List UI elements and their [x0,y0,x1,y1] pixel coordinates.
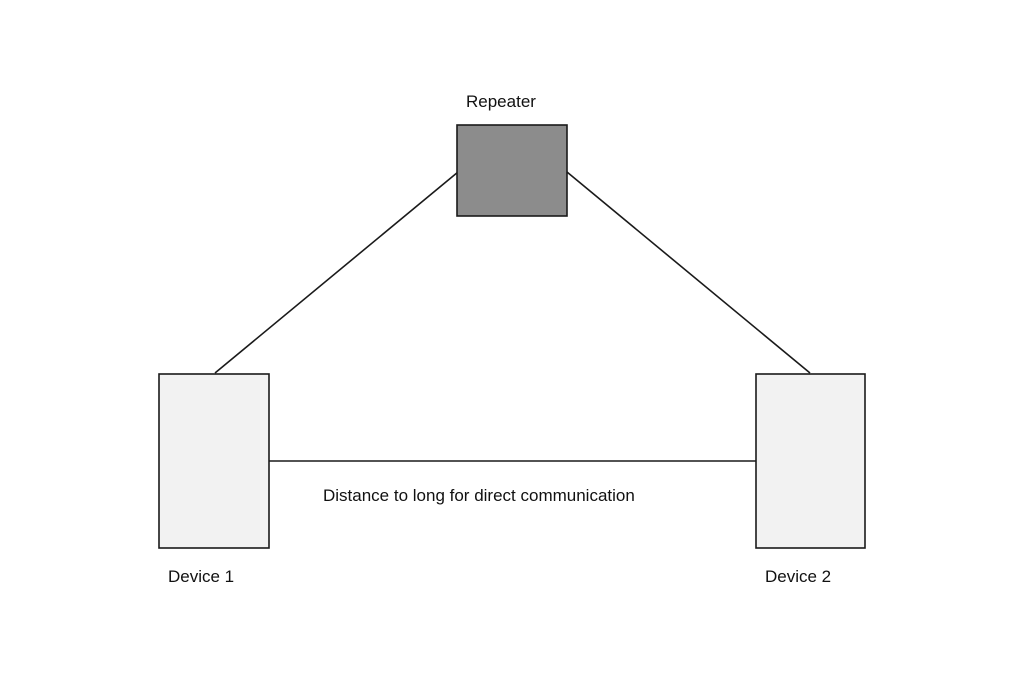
device-1-label: Device 1 [168,567,235,586]
device-2-node [755,373,866,549]
repeater-node [456,124,568,217]
edge-repeater-to-device-2 [566,171,811,374]
edge-device-1-to-repeater [214,171,459,374]
device-1-node [158,373,270,549]
direct-link-label: Distance to long for direct communicatio… [323,486,635,505]
repeater-label: Repeater [466,92,536,111]
device-2-label: Device 2 [765,567,832,586]
